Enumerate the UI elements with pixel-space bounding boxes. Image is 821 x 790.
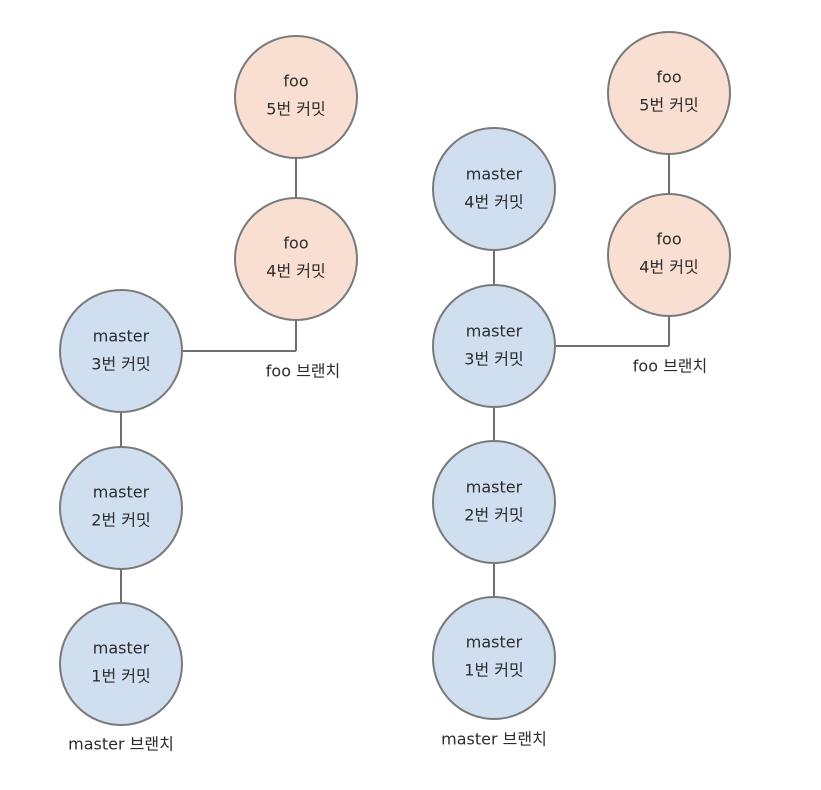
commit-circle	[432, 596, 556, 720]
master-branch-label-right: master 브랜치	[441, 730, 547, 749]
commit-node-left-master1: master 1번 커밋	[59, 602, 183, 726]
commit-number-label: 3번 커밋	[91, 355, 150, 374]
commit-branch-label: foo	[283, 72, 308, 91]
foo-branch-label-left: foo 브랜치	[266, 362, 340, 381]
commit-number-label: 4번 커밋	[266, 262, 325, 281]
commit-number-label: 3번 커밋	[464, 350, 523, 369]
commit-branch-label: master	[466, 478, 523, 497]
commit-branch-label: foo	[283, 234, 308, 253]
commit-circle	[432, 284, 556, 408]
commit-branch-label: master	[93, 483, 150, 502]
commit-circle	[432, 127, 556, 251]
commit-circle	[234, 35, 358, 159]
commit-circle	[607, 31, 731, 155]
commit-node-right-foo5: foo 5번 커밋	[607, 31, 731, 155]
commit-number-label: 4번 커밋	[464, 193, 523, 212]
right-diagram: foo 5번 커밋 foo 4번 커밋 master 4번 커밋 master …	[432, 31, 731, 749]
commit-branch-label: master	[466, 633, 523, 652]
foo-branch-label-right: foo 브랜치	[633, 357, 707, 376]
commit-branch-label: master	[93, 639, 150, 658]
commit-number-label: 2번 커밋	[91, 511, 150, 530]
commit-branch-label: foo	[656, 230, 681, 249]
commit-circle	[59, 289, 183, 413]
commit-node-left-foo5: foo 5번 커밋	[234, 35, 358, 159]
commit-number-label: 4번 커밋	[639, 258, 698, 277]
master-branch-label-left: master 브랜치	[68, 735, 174, 754]
commit-node-left-master3: master 3번 커밋	[59, 289, 183, 413]
commit-number-label: 1번 커밋	[91, 667, 150, 686]
commit-branch-label: master	[466, 322, 523, 341]
commit-number-label: 2번 커밋	[464, 506, 523, 525]
commit-branch-label: master	[466, 165, 523, 184]
commit-node-right-master3: master 3번 커밋	[432, 284, 556, 408]
commit-node-left-foo4: foo 4번 커밋	[234, 197, 358, 321]
left-diagram: foo 5번 커밋 foo 4번 커밋 master 3번 커밋 master …	[59, 35, 358, 754]
commit-circle	[432, 440, 556, 564]
commit-node-right-master2: master 2번 커밋	[432, 440, 556, 564]
commit-node-right-master1: master 1번 커밋	[432, 596, 556, 720]
commit-node-left-master2: master 2번 커밋	[59, 446, 183, 570]
commit-circle	[59, 602, 183, 726]
commit-branch-label: foo	[656, 68, 681, 87]
commit-circle	[234, 197, 358, 321]
commit-node-right-master4: master 4번 커밋	[432, 127, 556, 251]
commit-number-label: 5번 커밋	[639, 96, 698, 115]
commit-node-right-foo4: foo 4번 커밋	[607, 193, 731, 317]
commit-circle	[59, 446, 183, 570]
commit-circle	[607, 193, 731, 317]
commit-number-label: 1번 커밋	[464, 661, 523, 680]
commit-branch-label: master	[93, 327, 150, 346]
commit-number-label: 5번 커밋	[266, 100, 325, 119]
